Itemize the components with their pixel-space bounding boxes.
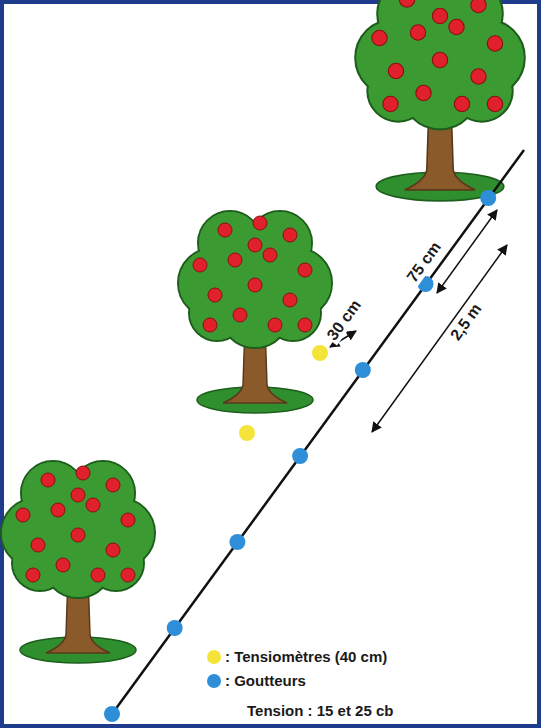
legend-text: : Tensiomètres (40 cm) bbox=[225, 648, 387, 665]
note: Tension : 15 et 25 cb bbox=[247, 702, 393, 719]
legend-text: : Goutteurs bbox=[225, 672, 306, 689]
legend-swatch bbox=[207, 650, 221, 664]
legend-row: : Goutteurs bbox=[207, 672, 306, 689]
legend-swatch bbox=[207, 674, 221, 688]
legend-row: : Tensiomètres (40 cm) bbox=[207, 648, 387, 665]
